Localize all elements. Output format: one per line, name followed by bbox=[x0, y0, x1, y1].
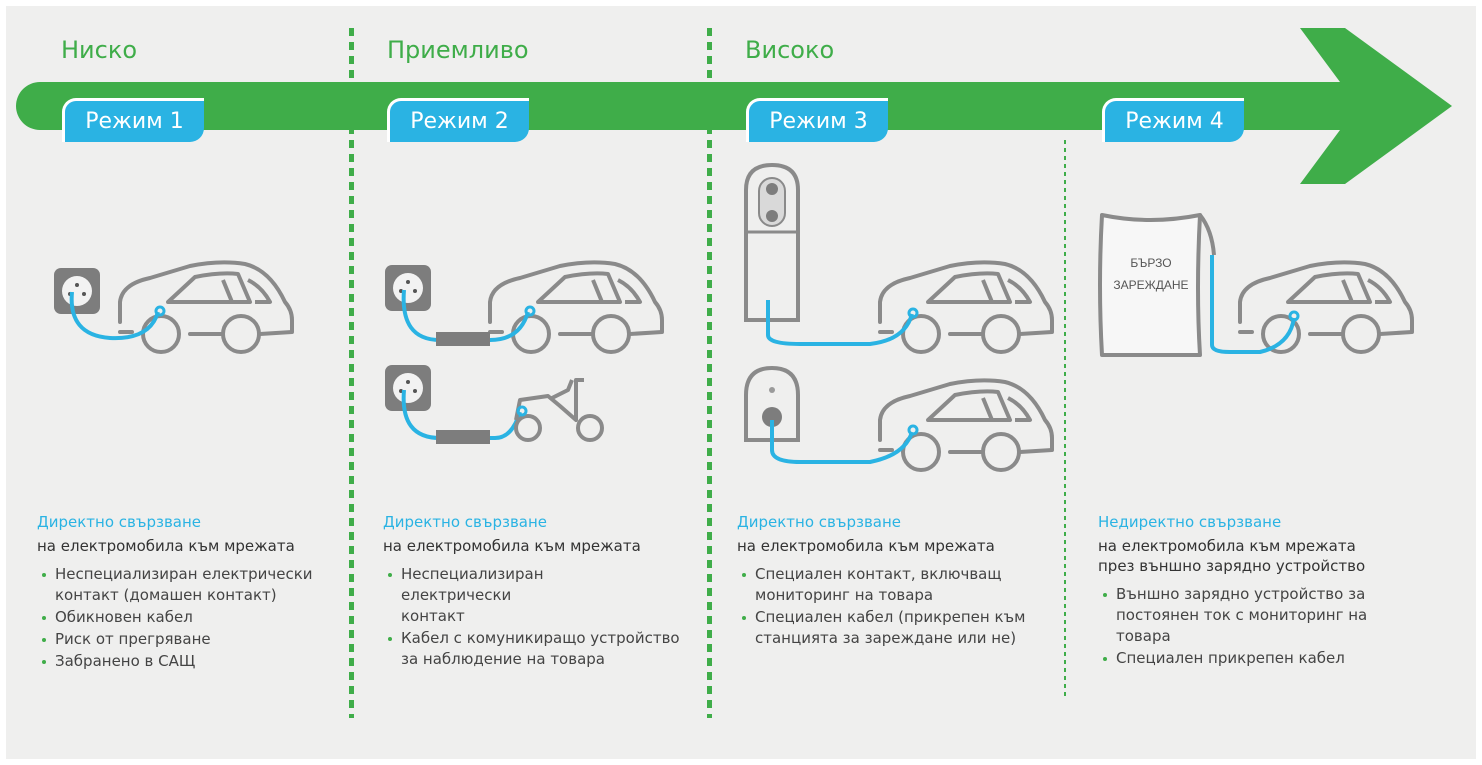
mode-3-wallbox-illustration bbox=[744, 365, 1054, 472]
mode-2-car-illustration bbox=[385, 260, 664, 354]
mode-1-badge: Режим 1 bbox=[62, 98, 204, 142]
feature-item: Неспециализиран електрически контакт bbox=[383, 564, 571, 627]
feature-item: Кабел с комуникиращо устройство за наблю… bbox=[383, 628, 681, 670]
divider-2 bbox=[707, 28, 712, 718]
feature-list: Неспециализиран електрически контакт (до… bbox=[37, 564, 337, 672]
connection-type: Директно свързване bbox=[37, 513, 202, 531]
fast-charger-label-line2: ЗАРЕЖДАНЕ bbox=[1113, 278, 1188, 292]
mode-4-badge: Режим 4 bbox=[1102, 98, 1244, 142]
connection-type: Директно свързване bbox=[737, 513, 902, 531]
mode-3-badge: Режим 3 bbox=[746, 98, 888, 142]
fast-charger-label-line1: БЪРЗО bbox=[1130, 256, 1171, 270]
feature-item: Специален прикрепен кабел bbox=[1098, 648, 1418, 669]
mode-3-description: Директно свързване на електромобила към … bbox=[737, 512, 1037, 650]
feature-list: Специален контакт, включващ мониторинг н… bbox=[737, 564, 1037, 649]
mode-2-scooter-illustration bbox=[385, 365, 604, 444]
feature-item: Обикновен кабел bbox=[37, 607, 337, 628]
level-high-label: Високо bbox=[745, 36, 835, 64]
mode-1-description: Директно свързване на електромобила към … bbox=[37, 512, 337, 673]
connection-type: Недиректно свързване bbox=[1098, 513, 1282, 531]
level-low-label: Ниско bbox=[61, 36, 138, 64]
level-acceptable-label: Приемливо bbox=[387, 36, 529, 64]
feature-item: Специален кабел (прикрепен към станцията… bbox=[737, 607, 1030, 649]
feature-list: Неспециализиран електрически контакт Каб… bbox=[383, 564, 680, 670]
feature-item: Риск от прегряване bbox=[37, 629, 337, 650]
feature-item: Забранено в САЩ bbox=[37, 651, 337, 672]
connection-subtitle: на електромобила към мрежата bbox=[37, 537, 295, 555]
mode-1-illustration bbox=[54, 260, 294, 354]
feature-item: Специален контакт, включващ мониторинг н… bbox=[737, 564, 1020, 606]
feature-item: Външно зарядно устройство за постоянен т… bbox=[1098, 584, 1406, 647]
divider-3 bbox=[1064, 140, 1066, 700]
connection-subtitle: на електромобила към мрежата bbox=[737, 537, 995, 555]
mode-4-fast-charger-illustration: БЪРЗО ЗАРЕЖДАНЕ bbox=[1098, 213, 1414, 357]
connection-subtitle: на електромобила към мрежата bbox=[383, 537, 641, 555]
connection-type: Директно свързване bbox=[383, 513, 548, 531]
mode-2-badge: Режим 2 bbox=[387, 98, 529, 142]
connection-subtitle: на електромобила към мрежата през външно… bbox=[1098, 537, 1366, 575]
mode-2-description: Директно свързване на електромобила към … bbox=[383, 512, 683, 671]
divider-1 bbox=[349, 28, 354, 718]
mode-4-description: Недиректно свързване на електромобила къ… bbox=[1098, 512, 1418, 670]
mode-3-station-illustration bbox=[744, 162, 1054, 354]
feature-item: Неспециализиран електрически контакт (до… bbox=[37, 564, 337, 606]
feature-list: Външно зарядно устройство за постоянен т… bbox=[1098, 584, 1418, 669]
